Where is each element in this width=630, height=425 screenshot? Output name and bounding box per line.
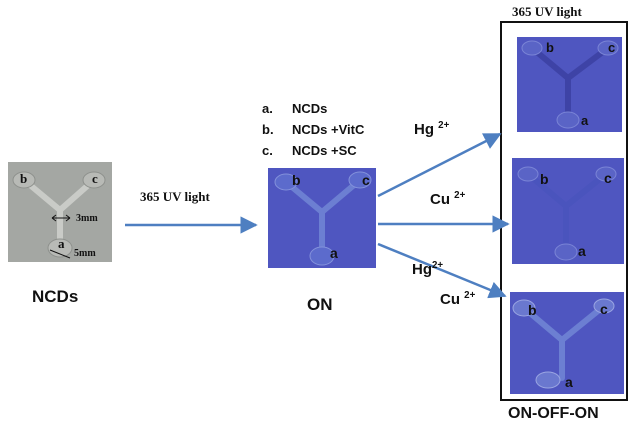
ncds-port-b-label: b [20, 171, 28, 186]
ncds-caption: NCDs [32, 287, 79, 306]
ncds-width-5mm-label: 5mm [74, 248, 96, 259]
on-port-b-label: b [292, 172, 301, 188]
ncds-width-3mm-label: 3mm [76, 213, 98, 224]
result-box-frame [500, 21, 628, 401]
result-device-cu [512, 158, 624, 264]
legend-b-text: NCDs +VitC [292, 122, 365, 137]
arrow-hg-cu [377, 242, 507, 299]
on-port-c-label: c [362, 172, 370, 188]
r2-port-c-label: c [604, 170, 612, 186]
arrow-hg [377, 132, 502, 198]
legend-a-key: a. [262, 101, 273, 116]
legend-c-text: NCDs +SC [292, 143, 357, 158]
legend-a-text: NCDs [292, 101, 328, 116]
r3-port-c-label: c [600, 301, 608, 317]
on-port-a-label: a [330, 245, 338, 261]
ncds-device-photo [8, 162, 112, 262]
legend-b-key: b. [262, 122, 274, 137]
r1-port-b-label: b [546, 40, 554, 55]
ion-hg-top: Hg 2+ [414, 120, 450, 138]
r1-port-c-label: c [608, 40, 616, 55]
legend-c-key: c. [262, 143, 273, 158]
r3-port-b-label: b [528, 302, 537, 318]
uv-arrow-label: 365 UV light [140, 189, 210, 204]
ion-cu-bottom: Cu 2+ [440, 290, 476, 308]
r3-port-a-label: a [565, 374, 573, 390]
r2-port-a-label: a [578, 243, 586, 259]
ncds-port-c-label: c [92, 171, 98, 186]
r1-port-a-label: a [581, 113, 589, 128]
r2-port-b-label: b [540, 171, 549, 187]
ncds-port-a-label: a [58, 236, 65, 251]
ion-hg-bottom: Hg2+ [412, 260, 444, 278]
ion-cu-mid: Cu 2+ [430, 190, 466, 208]
on-off-on-caption: ON-OFF-ON [508, 405, 599, 422]
result-device-hg-cu [510, 292, 624, 394]
on-caption: ON [307, 295, 333, 314]
result-device-hg [517, 37, 622, 132]
on-device-photo [268, 168, 376, 268]
box-uv-title: 365 UV light [512, 4, 582, 19]
